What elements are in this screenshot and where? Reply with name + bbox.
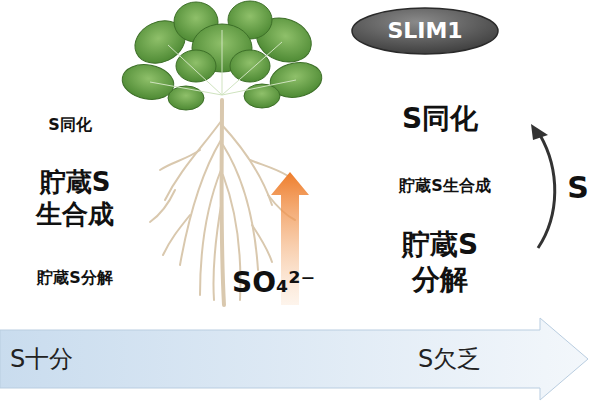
curved-arrowhead	[531, 124, 548, 140]
process-label: 貯蔵S生合成	[399, 176, 491, 196]
process-label: S同化	[48, 115, 92, 135]
process-label: 貯蔵S分解	[37, 268, 113, 288]
band-arrow-shape	[0, 316, 600, 402]
process-label: 貯蔵S 生合成	[20, 166, 130, 231]
gradient-arrow-band: S十分 S欠乏	[0, 316, 600, 402]
process-label: S同化	[402, 101, 478, 136]
ion-label: SO₄²⁻	[232, 265, 315, 300]
band-label: S欠乏	[418, 345, 481, 374]
curved-arrow	[538, 135, 555, 248]
plant-leaves	[119, 1, 324, 110]
regulator-ellipse: SLIM1	[350, 6, 500, 56]
band-label: S十分	[10, 345, 73, 374]
process-label: 貯蔵S 分解	[380, 227, 500, 297]
arrow-label: S	[567, 169, 589, 207]
regulator-name: SLIM1	[387, 18, 462, 44]
